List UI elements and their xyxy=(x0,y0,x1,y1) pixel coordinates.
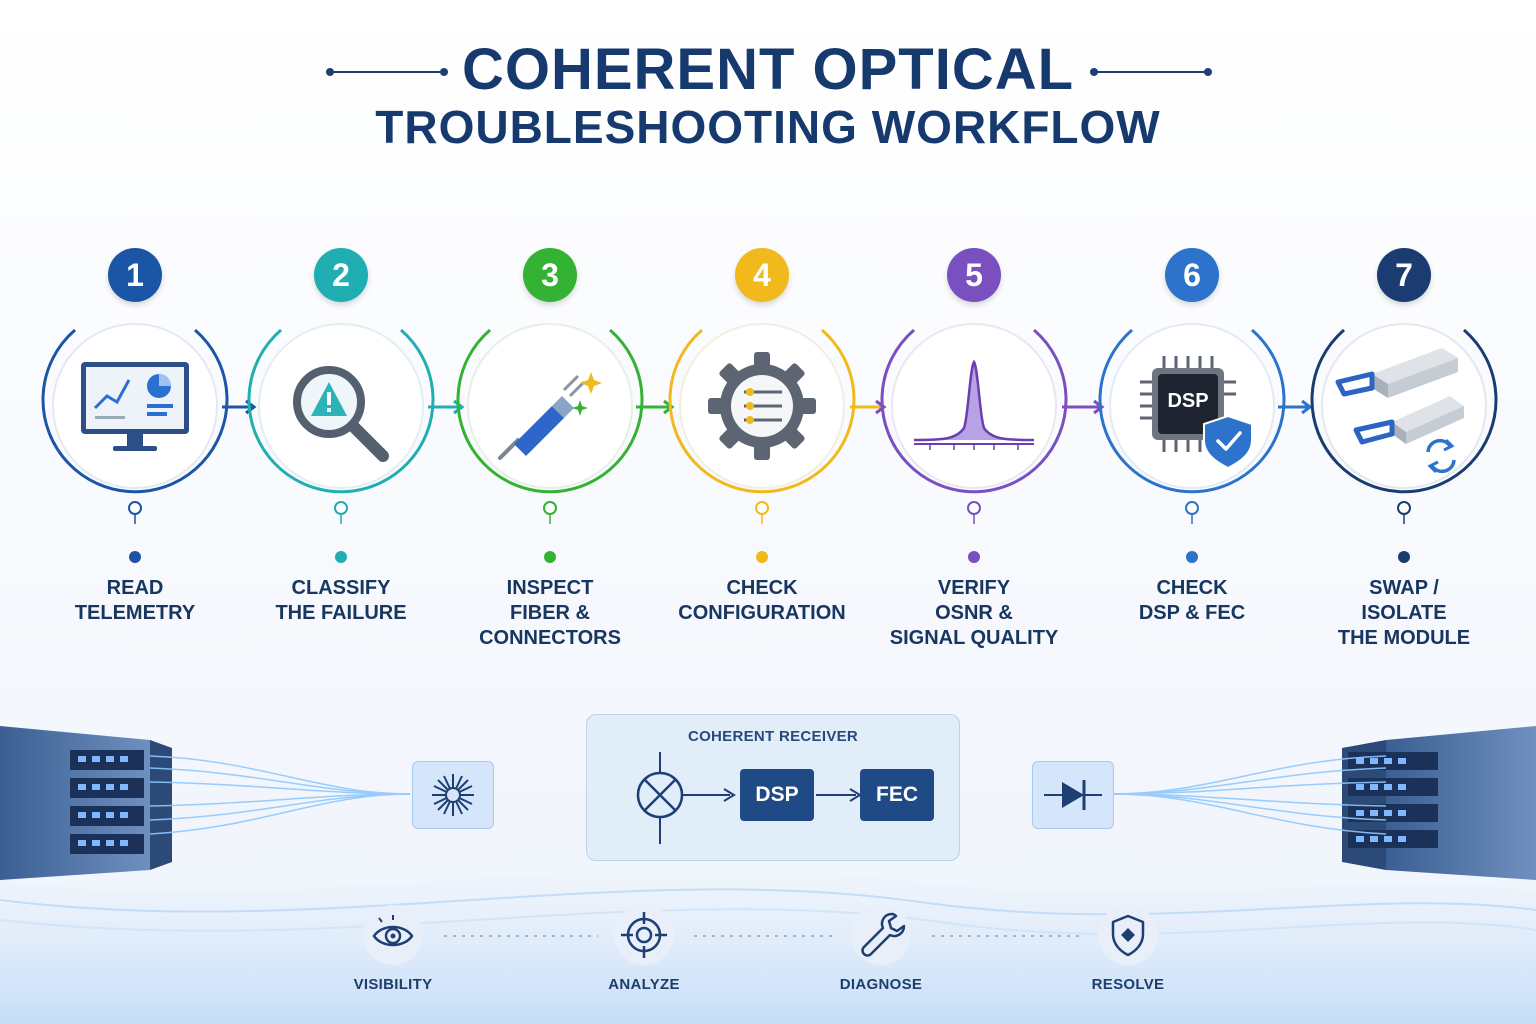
spectrum-peak-icon xyxy=(913,359,1035,450)
step-number-badge: 5 xyxy=(947,248,1001,302)
step-marker-dot xyxy=(756,551,768,563)
step-marker-dot xyxy=(1186,551,1198,563)
step-number-badge: 6 xyxy=(1165,248,1219,302)
phase-resolve[interactable]: RESOLVE xyxy=(1053,904,1203,1004)
step-6[interactable]: 6 DSP CHECK DSP & FEC xyxy=(1092,248,1292,668)
monitor-chart-icon xyxy=(81,362,189,451)
step-4[interactable]: 4 CHECK CONFIGURATION xyxy=(662,248,862,668)
step-2[interactable]: 2 CLASSIFY THE FAILURE xyxy=(241,248,441,668)
receiver-title: COHERENT RECEIVER xyxy=(687,728,859,745)
title-decoration-right xyxy=(1090,68,1212,76)
step-7[interactable]: 7 SWAP / ISOLATE THE MODULE xyxy=(1304,248,1504,668)
phase-label: DIAGNOSE xyxy=(839,976,923,993)
eye-icon xyxy=(363,905,423,965)
phase-diagnose[interactable]: DIAGNOSE xyxy=(806,904,956,1004)
phase-analyze[interactable]: ANALYZE xyxy=(569,904,719,1004)
phase-label: ANALYZE xyxy=(608,976,680,993)
fec-block[interactable]: FEC xyxy=(860,769,934,821)
step-label: READ TELEMETRY xyxy=(74,577,196,624)
wrench-icon xyxy=(851,905,911,965)
step-marker-dot xyxy=(1398,551,1410,563)
transceiver-swap-icon xyxy=(1335,348,1464,474)
step-label: SWAP / ISOLATE THE MODULE xyxy=(1337,577,1471,649)
step-1[interactable]: 1 READ TELEMETRY xyxy=(35,248,235,668)
page-subtitle: TROUBLESHOOTING WORKFLOW xyxy=(375,101,1161,153)
step-number-badge: 2 xyxy=(314,248,368,302)
step-label: CHECK CONFIGURATION xyxy=(678,577,846,624)
step-number-badge: 4 xyxy=(735,248,789,302)
step-5[interactable]: 5 VERIFY OSNR & SIGNAL QUALITY xyxy=(874,248,1074,668)
laser-starburst-icon xyxy=(432,774,474,816)
step-label: CHECK DSP & FEC xyxy=(1138,577,1246,624)
magnifier-warning-icon xyxy=(293,366,389,462)
step-3[interactable]: 3 INSPECT FIBER & CONNECTORS xyxy=(450,248,650,668)
step-label: VERIFY OSNR & SIGNAL QUALITY xyxy=(889,577,1059,649)
crosshair-icon xyxy=(614,905,674,965)
step-marker-dot xyxy=(129,551,141,563)
dsp-to-fec-arrow xyxy=(816,788,862,802)
fiber-connector-icon xyxy=(498,372,602,460)
step-label: CLASSIFY THE FAILURE xyxy=(275,577,407,624)
step-number-badge: 3 xyxy=(523,248,577,302)
page-title: COHERENT OPTICAL xyxy=(461,37,1075,102)
step-marker-dot xyxy=(335,551,347,563)
phase-visibility[interactable]: VISIBILITY xyxy=(318,904,468,1004)
dsp-chip-shield-icon xyxy=(1140,356,1253,470)
step-label: INSPECT FIBER & CONNECTORS xyxy=(479,577,621,649)
photodiode-icon xyxy=(1044,780,1102,810)
step-marker-dot xyxy=(544,551,556,563)
step-number-badge: 1 xyxy=(108,248,162,302)
dsp-block[interactable]: DSP xyxy=(740,769,814,821)
phase-label: VISIBILITY xyxy=(353,976,433,993)
title-decoration-left xyxy=(326,68,448,76)
optical-mixer-icon xyxy=(636,752,736,844)
step-number-badge: 7 xyxy=(1377,248,1431,302)
phase-label: RESOLVE xyxy=(1091,976,1165,993)
step-marker-dot xyxy=(968,551,980,563)
shield-icon xyxy=(1098,905,1158,965)
dsp-chip-label: DSP xyxy=(1167,390,1209,412)
gear-settings-icon xyxy=(708,352,816,460)
phase-connectors xyxy=(444,935,1082,937)
